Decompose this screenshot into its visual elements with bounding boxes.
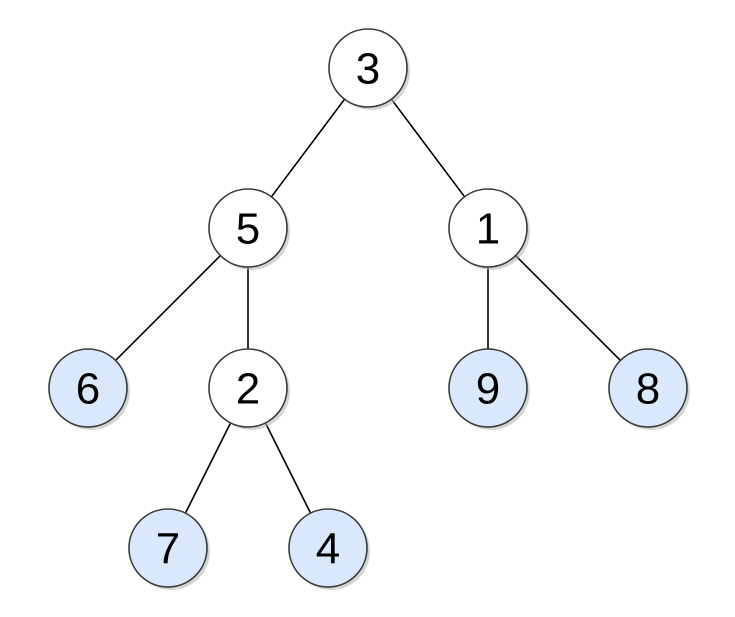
tree-node-9: 9 [448,348,530,430]
edge-n5-n6 [115,255,221,361]
node-label: 5 [236,205,260,254]
edge-n2-n7 [184,422,232,514]
node-label: 9 [476,365,500,414]
leaf-node-circle [128,508,208,588]
tree-node-8: 8 [608,348,690,430]
node-label: 3 [356,45,380,94]
leaf-node-circle [48,348,128,428]
node-label: 6 [76,365,100,414]
edge-n3-n1 [390,98,466,198]
tree-node-2: 2 [208,348,290,430]
leaf-node-circle [608,348,688,428]
tree-node-5: 5 [208,188,290,270]
edge-n3-n5 [270,98,346,198]
node-label: 2 [236,365,260,414]
leaf-node-circle [448,348,528,428]
node-label: 1 [476,205,500,254]
tree-node-4: 4 [288,508,370,590]
node-label: 4 [316,525,340,574]
edge-n2-n4 [264,422,312,514]
node-label: 8 [636,365,660,414]
edge-n1-n8 [515,255,621,361]
internal-node-circle [208,188,288,268]
edges-layer [115,98,621,514]
tree-node-7: 7 [128,508,210,590]
internal-node-circle [208,348,288,428]
node-label: 7 [156,525,180,574]
tree-node-6: 6 [48,348,130,430]
internal-node-circle [328,28,408,108]
internal-node-circle [448,188,528,268]
nodes-layer: 3 5 1 6 2 9 8 7 4 [48,28,690,590]
tree-node-3: 3 [328,28,410,110]
leaf-node-circle [288,508,368,588]
tree-node-1: 1 [448,188,530,270]
